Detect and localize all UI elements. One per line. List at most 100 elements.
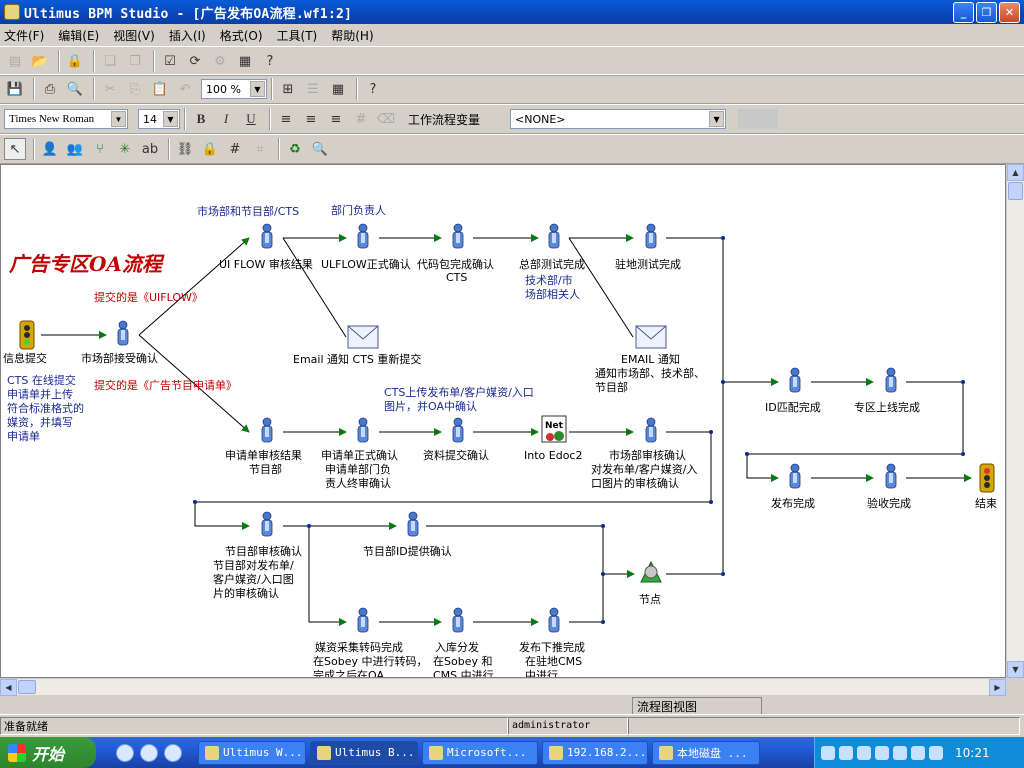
task-ultimus-web[interactable]: Ultimus W... [198,740,306,765]
restore-button[interactable]: ❐ [976,2,997,23]
horizontal-scroll-thumb[interactable] [18,680,36,694]
network-icon[interactable] [821,745,835,760]
grid-window-icon[interactable]: ▦ [238,53,252,69]
eraser-icon[interactable]: ⌫ [376,111,396,127]
email-cts-node[interactable] [347,325,379,349]
refresh-icon[interactable]: ⟳ [189,53,201,69]
italic-button[interactable]: I [223,111,229,126]
grid-icon[interactable]: # [229,141,241,157]
prog-review-node[interactable] [261,511,273,537]
ui-flow-result-node[interactable] [261,223,273,249]
media-encode-node[interactable] [357,607,369,633]
menu-edit[interactable]: 编辑(E) [58,28,100,43]
ie-icon[interactable] [116,743,134,762]
menu-format[interactable]: 格式(O) [219,28,263,43]
market-review-node[interactable] [645,417,657,443]
paste-icon[interactable]: 📋 [151,81,169,97]
scroll-up-icon[interactable]: ▲ [1007,164,1024,181]
task-local-disk[interactable]: 本地磁盘 ... [652,740,760,765]
close-button[interactable]: ✕ [999,2,1020,23]
into-edoc-node[interactable]: Net [541,415,567,443]
user-step-icon[interactable]: 👤 [41,141,59,157]
material-confirm-node[interactable] [452,417,464,443]
color-swatch[interactable] [738,109,779,129]
underline-button[interactable]: U [246,111,256,126]
recycle-icon[interactable]: ♻ [289,141,301,157]
scroll-right-icon[interactable]: ▶ [989,679,1006,696]
market-accept-node[interactable] [117,320,129,346]
app-review-node[interactable] [261,417,273,443]
menu-tools[interactable]: 工具(T) [276,28,318,43]
context-help-icon[interactable]: ? [369,81,377,97]
snap-icon[interactable]: ⌗ [256,141,264,157]
acceptance-node[interactable] [885,463,897,489]
menu-insert[interactable]: 插入(I) [168,28,206,43]
gear-icon[interactable]: ⚙ [214,53,226,69]
minimize-button[interactable]: _ [953,2,974,23]
task-remote[interactable]: 192.168.2.... [542,740,648,765]
view-tab-flowchart[interactable]: 流程图视图 [632,697,762,714]
chevron-down-icon[interactable]: ▼ [111,111,126,127]
print-preview-icon[interactable]: 🔍 [66,81,84,97]
workflow-canvas[interactable]: 广告专区OA流程 市场部和节目部/CTS 部门负责人 提交的是《UIFLOW》 … [0,164,1006,678]
scroll-down-icon[interactable]: ▼ [1007,661,1024,678]
menu-help[interactable]: 帮助(H) [331,28,374,43]
task-microsoft[interactable]: Microsoft... [422,740,538,765]
station-test-node[interactable] [645,223,657,249]
zoom-icon[interactable]: 🔍 [311,141,329,157]
ingest-node[interactable] [452,607,464,633]
start-node[interactable] [19,320,35,350]
new-icon[interactable]: ▤ [8,53,22,69]
end-node[interactable] [979,463,995,493]
uiflow-confirm-node[interactable] [357,223,369,249]
zoom-select[interactable]: 100 % ▼ [201,79,267,99]
task-ultimus-bpm[interactable]: Ultimus B... [310,740,418,765]
chevron-down-icon[interactable]: ▼ [163,111,178,127]
align-right-icon[interactable]: ≡ [330,111,342,127]
prog-id-node[interactable] [407,511,419,537]
properties-icon[interactable]: ☰ [307,81,319,97]
users-icon[interactable] [893,745,907,760]
pointer-icon[interactable]: ↖ [4,138,26,160]
menu-view[interactable]: 视图(V) [113,28,155,43]
checklist-icon[interactable]: ☑ [164,53,176,69]
size-select[interactable]: 14 ▼ [138,109,180,129]
shield-icon[interactable] [857,745,871,760]
chevron-down-icon[interactable]: ▼ [250,81,265,97]
tree-icon[interactable]: ⊞ [282,81,294,97]
align-center-icon[interactable]: ≡ [305,111,317,127]
scroll-left-icon[interactable]: ◀ [0,679,17,696]
hq-test-node[interactable] [548,223,560,249]
code-confirm-node[interactable] [452,223,464,249]
workflow-variable-select[interactable]: <NONE> ▼ [510,109,727,129]
copy-icon[interactable]: ⎘ [129,81,141,97]
junction-node[interactable] [640,560,662,583]
bold-button[interactable]: B [196,111,206,126]
start-button[interactable]: 开始 [0,737,96,768]
vertical-scrollbar[interactable]: ▲ ▼ [1006,164,1024,678]
qq-icon[interactable] [875,745,889,760]
app-confirm-node[interactable] [357,417,369,443]
ie-browser-icon[interactable] [140,743,158,762]
align-left-icon[interactable]: ≡ [280,111,292,127]
chevron-down-icon[interactable]: ▼ [709,111,725,127]
junction-icon[interactable]: ✳ [119,141,131,157]
branch-icon[interactable]: ⑂ [96,141,104,157]
link-icon[interactable]: ⛓ [176,141,194,157]
undo-icon[interactable]: ↶ [179,81,191,97]
print-icon[interactable]: ⎙ [44,81,56,97]
email-notify-node[interactable] [635,325,667,349]
font-select[interactable]: Times New Roman ▼ [4,109,128,129]
menu-file[interactable]: 文件(F) [4,28,45,43]
table-icon[interactable]: ▦ [331,81,345,97]
volume-icon[interactable] [911,745,925,760]
publish-push-node[interactable] [548,607,560,633]
lock-icon[interactable]: 🔒 [66,53,84,69]
lock-icon[interactable]: 🔒 [201,141,219,157]
group-step-icon[interactable]: 👥 [66,141,84,157]
label-icon[interactable]: ab [141,141,159,157]
save-icon[interactable]: 💾 [6,81,24,97]
cut-icon[interactable]: ✂ [104,81,116,97]
paste-page-icon[interactable]: ❐ [129,53,141,69]
publish-done-node[interactable] [789,463,801,489]
